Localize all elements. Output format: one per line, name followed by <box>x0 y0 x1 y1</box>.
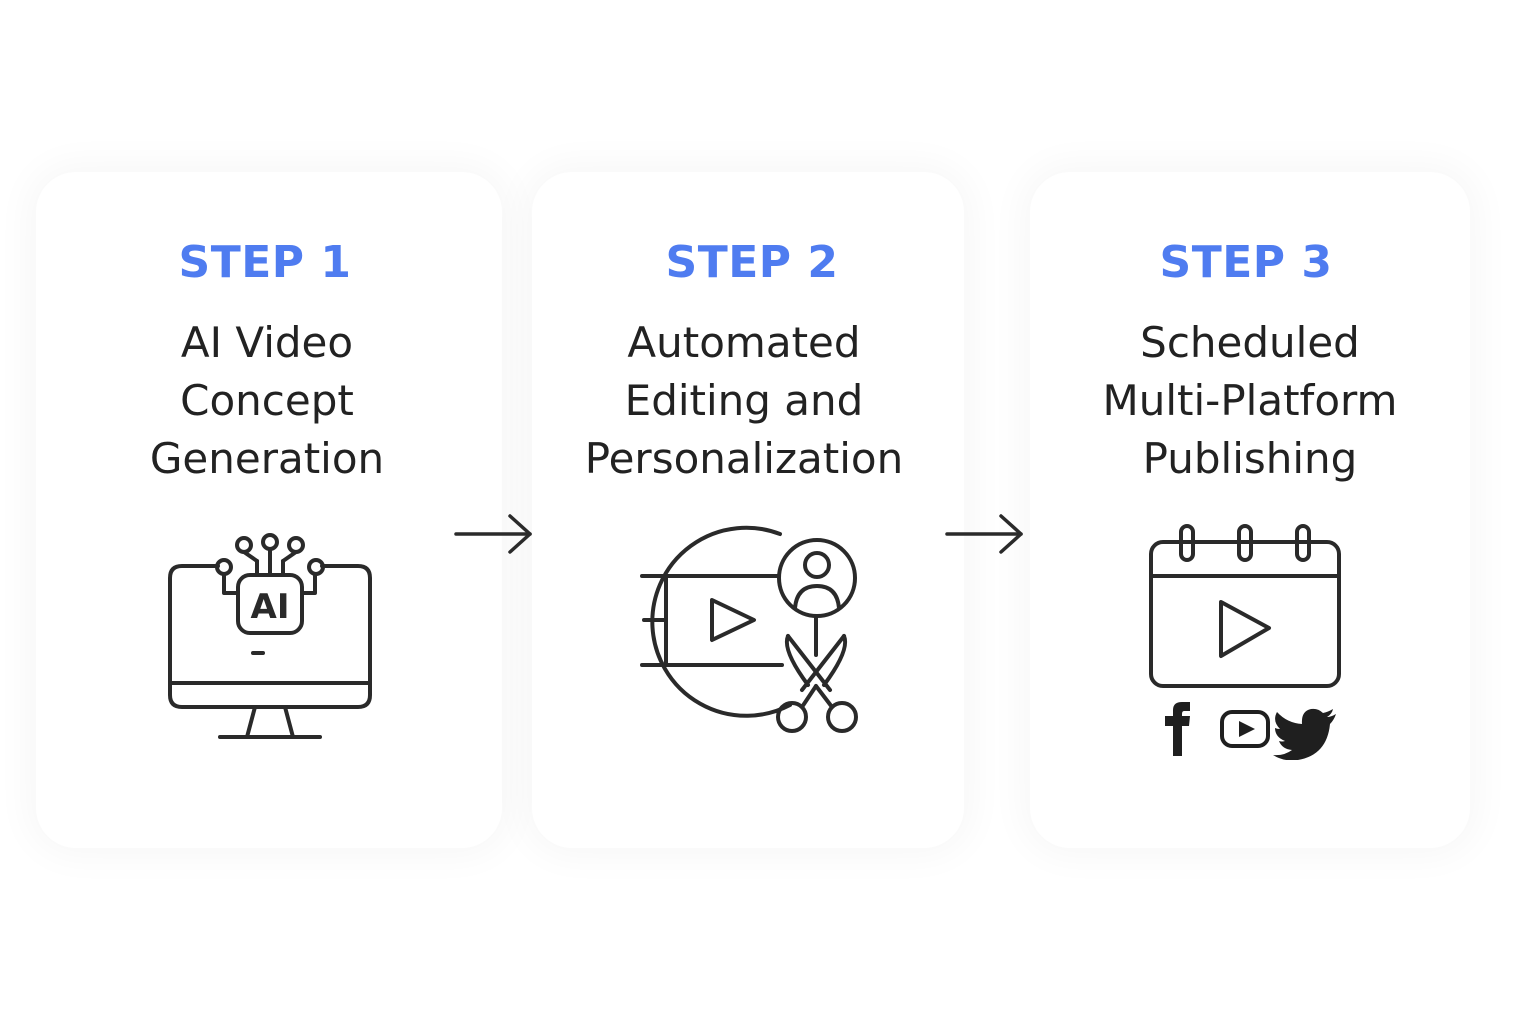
step-2-label: STEP 2 <box>665 237 839 288</box>
step-2-title: Automated Editing and Personalization <box>524 314 964 488</box>
ai-monitor-icon: AI <box>168 533 372 739</box>
right-arrow-icon <box>454 514 532 554</box>
youtube-icon <box>1220 710 1270 748</box>
step-3-title: Scheduled Multi-Platform Publishing <box>1030 314 1470 488</box>
step-1-title-line: Concept <box>180 376 354 425</box>
step-3-label: STEP 3 <box>1159 237 1333 288</box>
step-3-card <box>1030 172 1470 848</box>
video-edit-person-scissors-icon <box>640 525 858 733</box>
facebook-icon <box>1165 702 1190 756</box>
ai-chip-text: AI <box>251 587 290 627</box>
step-1-title-line: AI Video <box>180 318 354 367</box>
step-2-title-line: Editing and <box>624 376 864 425</box>
calendar-play-icon <box>1149 524 1341 688</box>
step-1-title: AI Video Concept Generation <box>47 314 487 488</box>
step-3-title-line: Publishing <box>1142 434 1358 483</box>
step-2-card <box>532 172 964 848</box>
step-3-title-line: Multi-Platform <box>1102 376 1398 425</box>
twitter-icon <box>1273 708 1336 760</box>
right-arrow-icon <box>945 514 1023 554</box>
step-2-title-line: Personalization <box>584 434 904 483</box>
platform-icons <box>1165 702 1336 760</box>
step-1-label: STEP 1 <box>178 237 352 288</box>
step-2-title-line: Automated <box>627 318 861 367</box>
step-1-title-line: Generation <box>149 434 385 483</box>
step-3-title-line: Scheduled <box>1140 318 1360 367</box>
